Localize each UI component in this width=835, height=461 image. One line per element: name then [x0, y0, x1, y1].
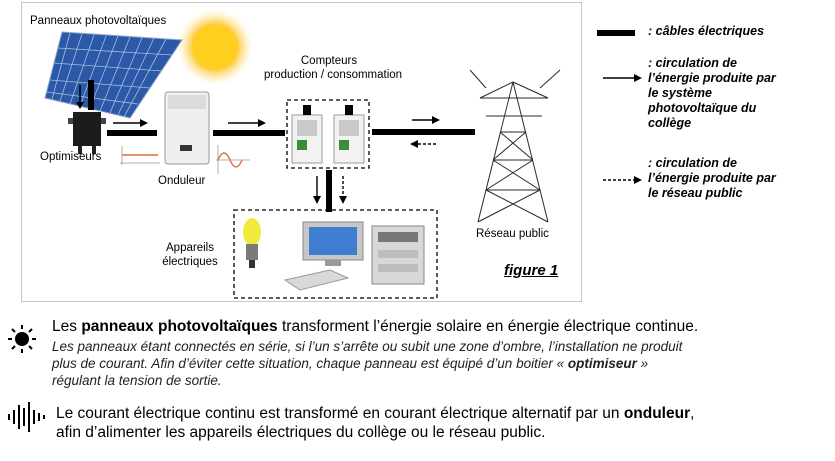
paragraph-optimiser: Les panneaux étant connectés en série, s… [52, 338, 832, 389]
panel-to-optimiser-arrows [76, 80, 94, 110]
meter-icon [333, 105, 365, 164]
label-solar-panels: Panneaux photovoltaïques [30, 15, 167, 27]
ac-signal-graph [216, 145, 250, 174]
printer-icon [371, 225, 425, 285]
p3-line2: afin d’alimenter les appareils électriqu… [56, 424, 546, 441]
dc-signal-graph [120, 146, 160, 165]
p1-text-c: transforment l’énergie solaire en énergi… [277, 318, 699, 335]
legend-college-line2: l’énergie produite par [648, 71, 776, 85]
legend-college-line4: photovoltaïque du [648, 101, 757, 115]
label-meters: Compteurs production / consommation [264, 54, 403, 82]
paragraph-inverter: Le courant électrique continu est transf… [56, 404, 832, 442]
legend-solid-arrow-icon [603, 74, 642, 82]
meters-box [286, 99, 370, 169]
p2-line3: régulant la tension de sortie. [52, 373, 222, 388]
legend-cables: : câbles électriques [648, 24, 765, 38]
legend-grid-line1: : circulation de [648, 156, 737, 170]
legend-grid-line3: le réseau public [648, 186, 743, 200]
cable-4 [326, 170, 332, 212]
sun-icon-paragraph [8, 325, 36, 353]
label-inverter: Onduleur [158, 175, 206, 187]
waveform-icon [8, 402, 45, 432]
p3-line1-bold: onduleur [623, 405, 691, 422]
legend-college-line5: collège [648, 116, 692, 130]
label-appliances-line2: électriques [162, 256, 218, 268]
p2-line2-c: » [636, 356, 649, 371]
light-bulb-icon [243, 218, 261, 268]
pylon-icon [469, 69, 561, 223]
legend-cable-icon [597, 30, 635, 36]
inverter-icon [164, 91, 210, 165]
label-meters-line1: Compteurs [300, 55, 358, 67]
appliances-box [233, 209, 438, 299]
p2-line2: plus de courant. Afin d’éviter cette sit… [52, 355, 832, 372]
p3-line1: Le courant électrique continu est transf… [56, 404, 832, 423]
p2-line1: Les panneaux étant connectés en série, s… [52, 339, 683, 354]
sun-icon [177, 9, 253, 85]
label-appliances: Appareils électriques [158, 241, 222, 269]
legend-grid-flow: : circulation de l’énergie produite par … [648, 156, 776, 201]
meter-icon [291, 105, 323, 164]
label-public-grid: Réseau public [476, 228, 549, 240]
p2-line2-a: plus de courant. Afin d’éviter cette sit… [52, 356, 568, 371]
figure-caption: figure 1 [504, 262, 559, 279]
p1-text-a: Les [52, 318, 82, 335]
computer-icon [283, 221, 364, 291]
p3-line1-c: , [690, 405, 695, 422]
label-optimisers: Optimiseurs [40, 151, 102, 163]
cable-3 [372, 129, 475, 135]
p1-bold: panneaux photovoltaïques [81, 318, 278, 335]
label-meters-line2: production / consommation [264, 69, 403, 81]
optimiser-icon [68, 112, 106, 154]
legend-college-line1: : circulation de [648, 56, 737, 70]
legend-college-flow: : circulation de l’énergie produite par … [648, 56, 776, 131]
cable-1 [107, 130, 157, 136]
legend-dashed-arrow-icon [603, 176, 642, 184]
p2-line2-bold: optimiseur [567, 356, 637, 371]
label-appliances-line1: Appareils [166, 242, 214, 254]
solar-panel-icon [44, 31, 183, 119]
cable-2 [213, 130, 285, 136]
paragraph-panels: Les panneaux photovoltaïques transformen… [52, 317, 832, 336]
legend-grid-line2: l’énergie produite par [648, 171, 776, 185]
p3-line1-a: Le courant électrique continu est transf… [56, 405, 624, 422]
legend-college-line3: le système [648, 86, 712, 100]
